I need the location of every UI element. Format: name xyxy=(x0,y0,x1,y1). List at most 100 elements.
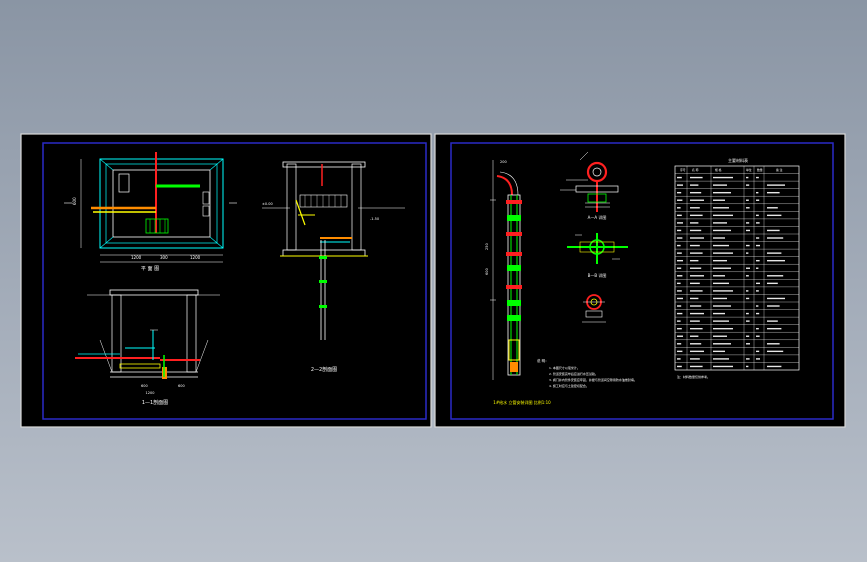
table-cell-text xyxy=(690,199,704,201)
table-cell-text xyxy=(756,191,759,194)
table-cell-text xyxy=(713,335,727,337)
plan-view: 1200 300 1200 600 平 面 图 xyxy=(64,152,237,272)
table-cell-text xyxy=(677,214,682,217)
section-1-1-title: 1—1剖面图 xyxy=(142,399,168,406)
table-cell-text xyxy=(690,259,699,262)
table-cell-text xyxy=(756,282,760,285)
riser-detail-title: 1#给水 立管安装详图 比例1:10 xyxy=(493,399,551,405)
table-cell-text xyxy=(756,199,760,201)
table-cell-text xyxy=(690,184,699,186)
table-cell-text xyxy=(677,305,682,307)
table-cell-text xyxy=(713,199,725,201)
table-cell-text xyxy=(767,297,785,300)
table-cell-text xyxy=(677,244,681,247)
table-cell-text xyxy=(767,184,785,186)
note-line-1: 1. 本图尺寸以毫米计。 xyxy=(549,365,580,370)
detail-c xyxy=(582,294,606,323)
table-cell-text xyxy=(746,320,750,322)
table-cell-text xyxy=(756,259,760,262)
table-cell-text xyxy=(767,237,784,239)
section-1-1-dim-3: 1200 xyxy=(146,391,155,395)
table-cell-text xyxy=(713,305,731,307)
riser-dim-3: 600 xyxy=(485,268,489,275)
table-cell-text xyxy=(713,343,731,345)
table-cell-text xyxy=(677,365,682,368)
table-cell-text xyxy=(677,191,682,194)
sheet-right xyxy=(434,133,846,428)
table-cell-text xyxy=(677,229,682,232)
table-cell-text xyxy=(767,214,782,217)
section-2-2: ±0.00 -1.50 2—2剖面图 xyxy=(262,161,405,373)
section-1-1-dim-2: 600 xyxy=(178,384,185,388)
table-header-3: 规 格 xyxy=(715,168,722,172)
table-cell-text xyxy=(767,282,778,285)
table-cell-text xyxy=(746,252,749,254)
table-cell-text xyxy=(713,184,727,186)
notes-heading: 说 明： xyxy=(537,358,549,363)
table-cell-text xyxy=(690,305,702,307)
table-cell-text xyxy=(677,184,683,186)
note-line-2: 2. 管道安装完毕后应进行水压试验。 xyxy=(549,371,598,376)
table-cell-text xyxy=(690,350,704,353)
table-cell-text xyxy=(767,365,782,368)
plan-view-title: 平 面 图 xyxy=(141,266,159,272)
table-cell-text xyxy=(756,176,759,179)
table-cell-text xyxy=(690,222,699,224)
plan-dim-1: 1200 xyxy=(131,255,142,260)
table-cell-text xyxy=(746,184,750,186)
plan-dim-3: 1200 xyxy=(190,255,201,260)
materials-table-footer: 注：材料数量仅供参考。 xyxy=(677,374,710,379)
table-cell-text xyxy=(713,312,725,315)
sheet-left xyxy=(20,133,432,428)
detail-a-title: A—A 详图 xyxy=(588,214,607,220)
table-cell-text xyxy=(756,327,759,330)
table-cell-text xyxy=(677,222,683,224)
table-cell-text xyxy=(713,358,729,360)
table-cell-text xyxy=(690,358,700,360)
riser-detail: 200 250 600 1#给水 立管安装详图 比例1:10 xyxy=(485,160,551,405)
table-cell-text xyxy=(767,350,784,353)
plan-dim-2: 300 xyxy=(160,255,168,260)
table-cell-text xyxy=(756,244,760,247)
notes: 说 明： 1. 本图尺寸以毫米计。 2. 管道安装完毕后应进行水压试验。 3. … xyxy=(537,358,637,388)
table-cell-text xyxy=(690,282,700,285)
section-2-2-label-low: -1.50 xyxy=(370,217,379,221)
table-cell-text xyxy=(690,365,703,368)
section-1-1: 600 600 1200 1—1剖面图 xyxy=(75,289,220,406)
table-cell-text xyxy=(677,320,681,322)
table-cell-text xyxy=(767,229,780,232)
table-cell-text xyxy=(756,358,760,360)
table-cell-text xyxy=(677,267,682,269)
table-cell-text xyxy=(690,343,702,345)
table-cell-text xyxy=(713,327,733,330)
table-cell-text xyxy=(746,365,749,368)
table-cell-text xyxy=(690,176,703,179)
frame-right xyxy=(450,142,834,420)
table-cell-text xyxy=(713,207,729,209)
table-cell-text xyxy=(677,297,683,300)
table-cell-text xyxy=(690,335,699,337)
table-cell-text xyxy=(713,259,727,262)
table-cell-text xyxy=(746,267,750,269)
table-cell-text xyxy=(756,237,760,239)
table-cell-text xyxy=(713,237,725,239)
table-cell-text xyxy=(690,244,700,247)
table-cell-text xyxy=(690,327,703,330)
table-cell-text xyxy=(713,320,729,322)
table-cell-text xyxy=(690,252,703,254)
table-cell-text xyxy=(713,252,733,254)
table-cell-text xyxy=(677,199,683,201)
table-header-2: 名 称 xyxy=(692,168,699,172)
table-header-1: 序号 xyxy=(680,168,686,172)
table-cell-text xyxy=(677,252,682,254)
table-cell-text xyxy=(713,290,733,292)
note-line-3: 3. 阀门井内管件安装应牢固，井壁与管道间空隙用防水油膏封填。 xyxy=(549,377,637,382)
detail-b-title: B—B 详图 xyxy=(588,272,607,278)
table-cell-text xyxy=(677,358,681,360)
table-cell-text xyxy=(690,214,703,217)
note-line-4: 4. 施工时应与土建密切配合。 xyxy=(549,383,589,388)
table-cell-text xyxy=(713,275,725,277)
table-cell-text xyxy=(677,343,682,345)
table-cell-text xyxy=(756,350,760,353)
